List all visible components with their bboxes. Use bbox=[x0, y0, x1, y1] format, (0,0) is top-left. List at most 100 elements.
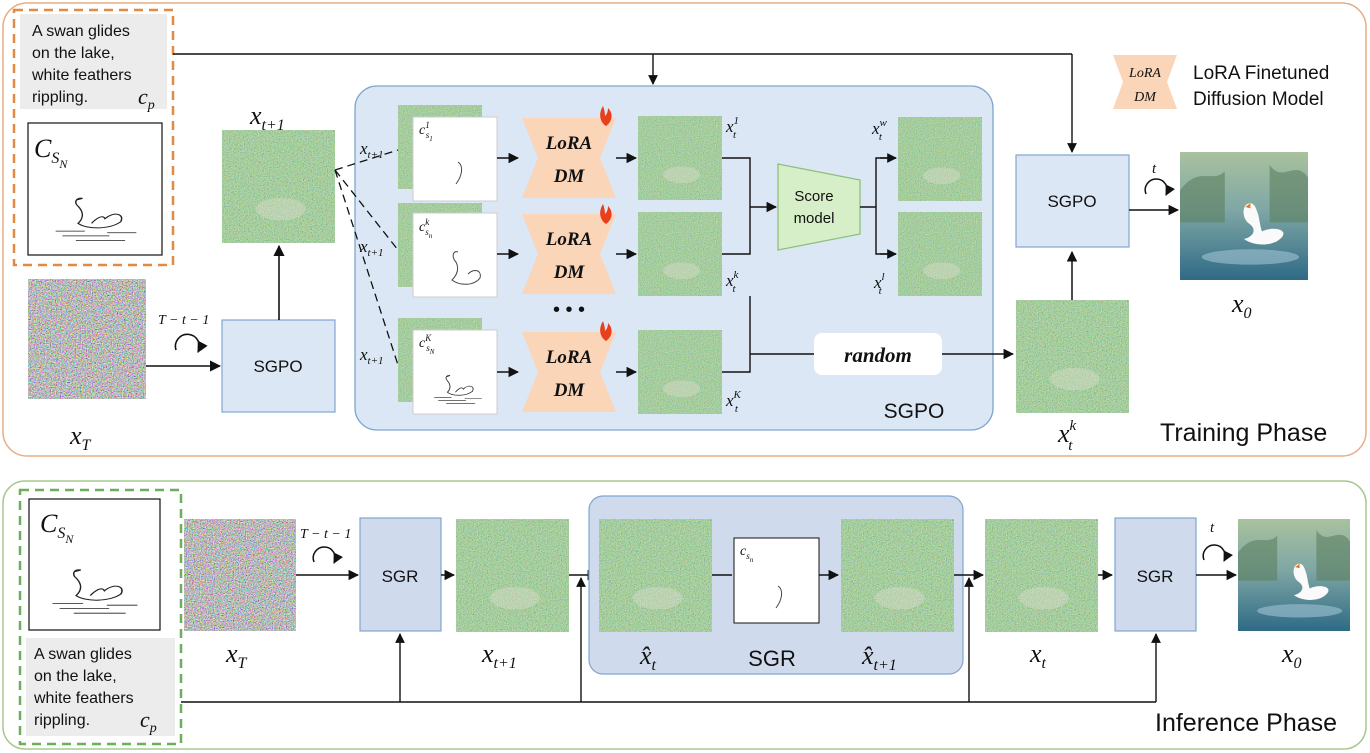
lose-image bbox=[898, 212, 982, 296]
hat-xt1-image bbox=[841, 519, 954, 632]
svg-text:LoRA: LoRA bbox=[1128, 66, 1161, 81]
selected-image bbox=[1016, 300, 1129, 413]
score-model-block bbox=[777, 163, 861, 251]
inference-prompt-box bbox=[26, 638, 175, 736]
inference-swan-sketch bbox=[36, 546, 154, 626]
svg-text:on the lake,: on the lake, bbox=[34, 668, 117, 685]
svg-text:Score: Score bbox=[794, 188, 833, 205]
inference-xt1-label: xt+1 bbox=[481, 639, 517, 672]
branch-label-K: xt+1 bbox=[359, 345, 384, 367]
svg-text:SGR: SGR bbox=[1137, 567, 1174, 586]
branch-condition-card bbox=[412, 116, 498, 202]
cp-label: cp bbox=[138, 84, 155, 113]
branch-dash-1 bbox=[334, 149, 399, 171]
training-xt1-label: xt+1 bbox=[249, 101, 285, 134]
ellipsis-dots: • • • bbox=[553, 299, 585, 321]
svg-text:white feathers: white feathers bbox=[33, 690, 134, 707]
fire-icon bbox=[600, 204, 612, 224]
training-loop-icon bbox=[174, 333, 208, 353]
training-x0-image bbox=[1180, 152, 1308, 280]
random-label: random bbox=[844, 343, 912, 367]
svg-text:rippling.: rippling. bbox=[32, 89, 88, 106]
training-phase-frame bbox=[2, 2, 1367, 457]
training-t-loop-icon bbox=[1144, 178, 1175, 196]
branch-output-image bbox=[638, 116, 722, 200]
legend-text-1: LoRA Finetuned bbox=[1193, 63, 1329, 84]
legend-text-2: Diffusion Model bbox=[1193, 89, 1324, 110]
svg-text:A swan glides: A swan glides bbox=[34, 646, 132, 663]
inference-loop-icon bbox=[312, 546, 343, 564]
svg-text:SGR: SGR bbox=[382, 567, 419, 586]
inference-xt-label: xt bbox=[1029, 639, 1047, 672]
svg-text:A swan glides: A swan glides bbox=[32, 23, 130, 40]
training-prompt-box bbox=[20, 14, 167, 109]
training-sgpo-small-label: SGPO bbox=[253, 357, 302, 376]
branch-output-image bbox=[638, 330, 722, 414]
training-phase-label: Training Phase bbox=[1160, 419, 1327, 447]
lora-dm-block-k bbox=[522, 214, 616, 294]
inference-x0-image bbox=[1238, 519, 1350, 631]
svg-text:LoRA: LoRA bbox=[545, 229, 592, 250]
random-box bbox=[814, 333, 942, 375]
training-prompt-text: A swan glides on the lake, white feather… bbox=[31, 23, 155, 113]
svg-text:DM: DM bbox=[553, 166, 586, 187]
inference-xt-image bbox=[985, 519, 1098, 632]
inference-noise-image bbox=[184, 519, 296, 631]
inference-t-loop-icon bbox=[1202, 544, 1233, 562]
training-sketch-label: CSN bbox=[34, 134, 68, 171]
fire-icon bbox=[600, 106, 612, 126]
svg-text:DM: DM bbox=[553, 380, 586, 401]
svg-text:white feathers: white feathers bbox=[31, 67, 132, 84]
svg-text:LoRA: LoRA bbox=[545, 347, 592, 368]
condition-sketch-fragment bbox=[455, 161, 463, 185]
training-step-label: T − t − 1 bbox=[158, 313, 209, 328]
svg-text:model: model bbox=[794, 210, 835, 227]
inference-xT-label: xT bbox=[225, 639, 248, 672]
win-image bbox=[898, 117, 982, 201]
svg-text:DM: DM bbox=[553, 262, 586, 283]
merge-to-score bbox=[722, 157, 751, 255]
inference-xt1-image bbox=[456, 519, 569, 632]
hat-xt-label: x̂t bbox=[639, 641, 657, 674]
hat-xt-image bbox=[599, 519, 712, 632]
inference-cp-label: cp bbox=[140, 707, 157, 736]
inference-prompt-text: A swan glides on the lake, white feather… bbox=[33, 646, 157, 736]
inference-sketch-label: CSN bbox=[40, 509, 74, 546]
lora-dm-block-1 bbox=[522, 118, 616, 198]
inference-condition-label: csn bbox=[740, 544, 754, 564]
training-xT-label: xT bbox=[69, 421, 92, 454]
training-sgpo-right-label: SGPO bbox=[1047, 192, 1096, 211]
legend-lora-icon bbox=[1113, 55, 1177, 109]
training-condition-box bbox=[12, 8, 175, 267]
training-sgpo-right bbox=[1015, 154, 1130, 248]
inference-phase-label: Inference Phase bbox=[1155, 709, 1337, 737]
svg-text:LoRA: LoRA bbox=[545, 133, 592, 154]
svg-text:rippling.: rippling. bbox=[34, 712, 90, 729]
branch-dash-k bbox=[334, 169, 399, 251]
branch-label-k: xt+1 bbox=[359, 237, 384, 259]
branch-output-image bbox=[638, 212, 722, 296]
inference-step-label: T − t − 1 bbox=[300, 527, 351, 542]
branch-dash-K bbox=[334, 169, 399, 366]
training-t-label: t bbox=[1152, 161, 1157, 177]
svg-text:DM: DM bbox=[1133, 90, 1157, 105]
inference-phase-frame bbox=[2, 480, 1367, 750]
training-sgpo-small bbox=[221, 319, 336, 413]
svg-text:on the lake,: on the lake, bbox=[32, 45, 115, 62]
training-swan-sketch bbox=[40, 175, 152, 253]
sgr-panel-label: SGR bbox=[748, 646, 796, 671]
fire-icon bbox=[600, 321, 612, 341]
training-noise-image bbox=[28, 279, 146, 399]
branch-condition-card bbox=[412, 212, 498, 298]
